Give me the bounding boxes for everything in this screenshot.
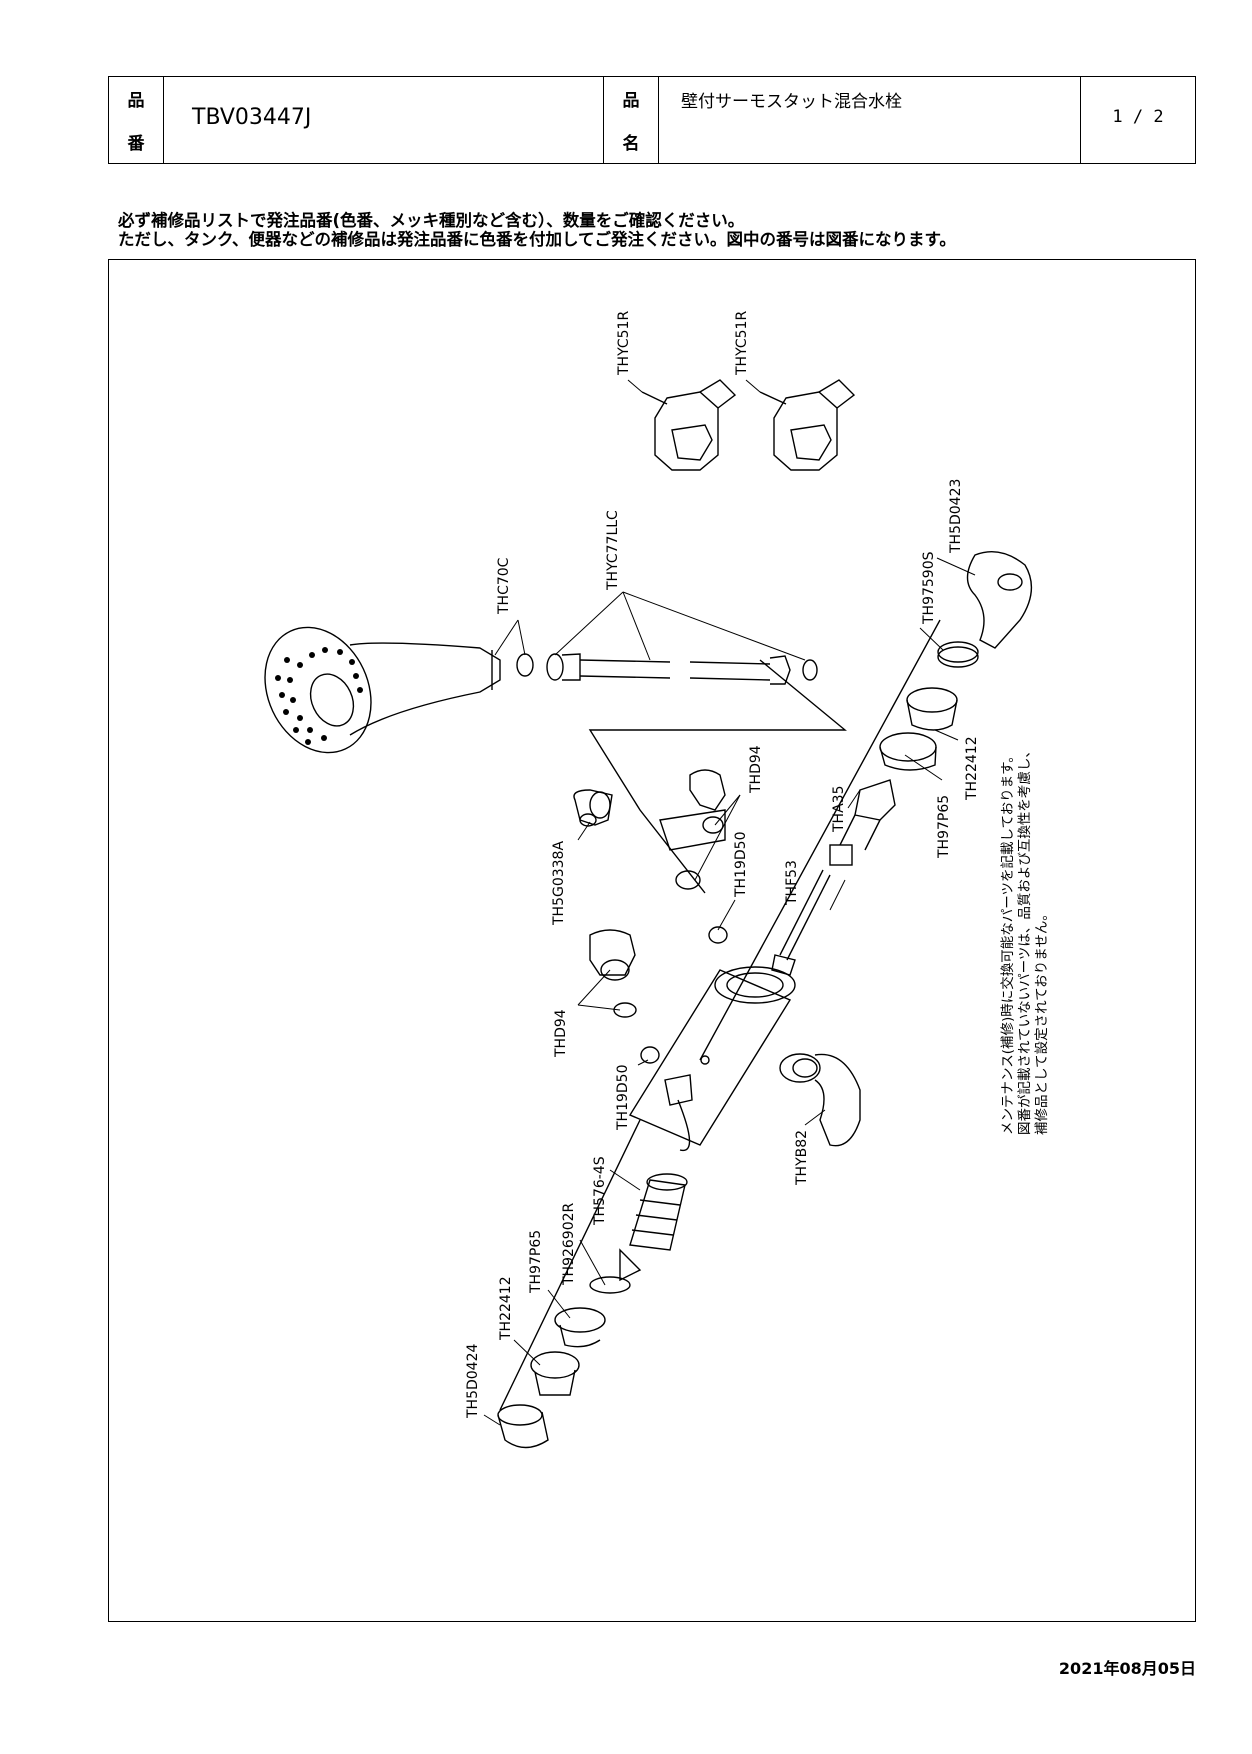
part-number: TBV03447J xyxy=(192,105,312,130)
part-label-char-2: 番 xyxy=(127,134,145,154)
product-name-cell: 壁付サーモスタット混合水栓 xyxy=(659,77,1081,163)
document-date: 2021年08月05日 xyxy=(1058,1659,1196,1678)
part-number-label: 品 番 xyxy=(109,77,164,163)
notice-line-1: 必ず補修品リストで発注品番(色番、メッキ種別など含む）、数量をご確認ください。 xyxy=(118,211,745,230)
name-label-char-1: 品 xyxy=(622,91,640,111)
page-cell: 1 / 2 xyxy=(1081,77,1195,163)
maintenance-note-line-1: メンテナンス(補修)時に交換可能なパーツを記載しております。 xyxy=(1000,749,1016,1135)
title-block: 品 番 TBV03447J 品 名 壁付サーモスタット混合水栓 1 / 2 xyxy=(108,76,1196,164)
name-label-char-2: 名 xyxy=(622,134,640,154)
product-name-label: 品 名 xyxy=(604,77,659,163)
maintenance-note: メンテナンス(補修)時に交換可能なパーツを記載しております。 図番が記載されてい… xyxy=(1000,744,1060,1135)
exploded-diagram-frame xyxy=(108,259,1196,1622)
maintenance-note-line-3: 補修品として設定されておりません。 xyxy=(1034,907,1050,1135)
order-notice: 必ず補修品リストで発注品番(色番、メッキ種別など含む）、数量をご確認ください。 … xyxy=(118,211,956,249)
part-number-cell: TBV03447J xyxy=(164,77,604,163)
product-name: 壁付サーモスタット混合水栓 xyxy=(681,92,902,112)
notice-line-2: ただし、タンク、便器などの補修品は発注品番に色番を付加してご発注ください。図中の… xyxy=(118,230,956,249)
maintenance-note-line-2: 図番が記載されていないパーツは、品質および互換性を考慮し、 xyxy=(1017,744,1033,1135)
page-number: 1 / 2 xyxy=(1112,107,1164,127)
part-label-char-1: 品 xyxy=(127,91,145,111)
